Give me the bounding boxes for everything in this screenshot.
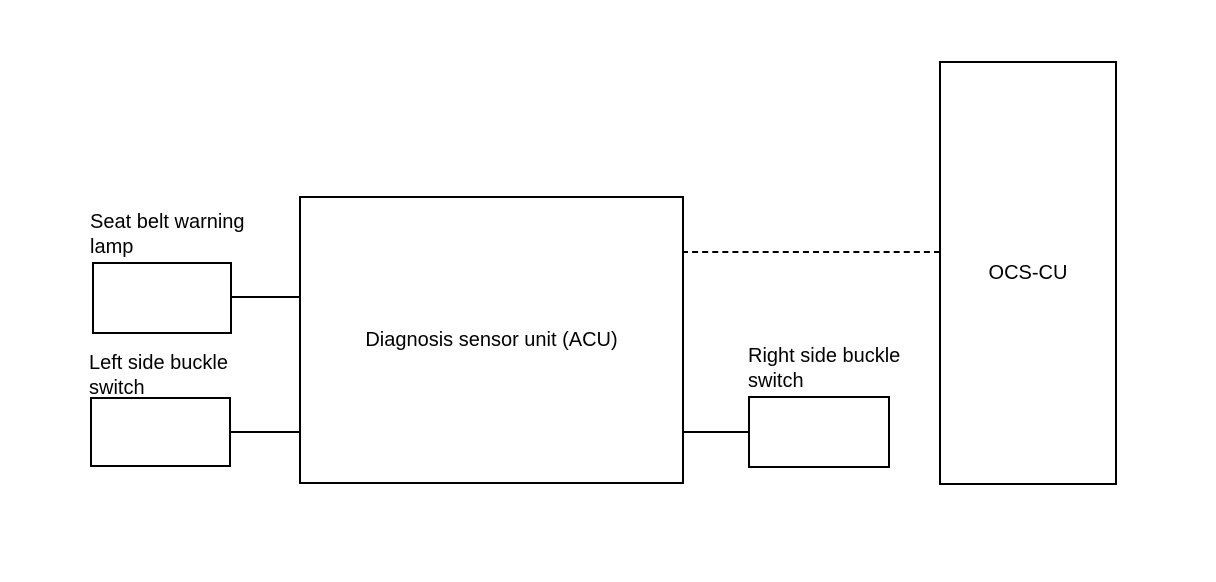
connector-lamp-to-acu: [230, 296, 300, 298]
connector-left-switch-to-acu: [229, 431, 300, 433]
ocs-cu-label: OCS-CU: [988, 261, 1068, 284]
connector-acu-to-ocs-cu-dashed: [682, 251, 940, 253]
left-side-buckle-switch-box: [90, 397, 231, 467]
seat-belt-warning-lamp-box: [92, 262, 232, 334]
right-side-buckle-switch-label: Right side buckle switch: [748, 345, 901, 392]
diagnosis-sensor-unit-label: Diagnosis sensor unit (ACU): [365, 328, 618, 351]
connector-acu-to-right-switch: [682, 431, 749, 433]
ocs-cu-box: OCS-CU: [939, 61, 1117, 485]
left-side-buckle-switch-label: Left side buckle switch: [89, 352, 228, 399]
right-side-buckle-switch-box: [748, 396, 890, 468]
diagnosis-sensor-unit-box: Diagnosis sensor unit (ACU): [299, 196, 684, 484]
seat-belt-warning-lamp-label: Seat belt warning lamp: [90, 211, 245, 258]
